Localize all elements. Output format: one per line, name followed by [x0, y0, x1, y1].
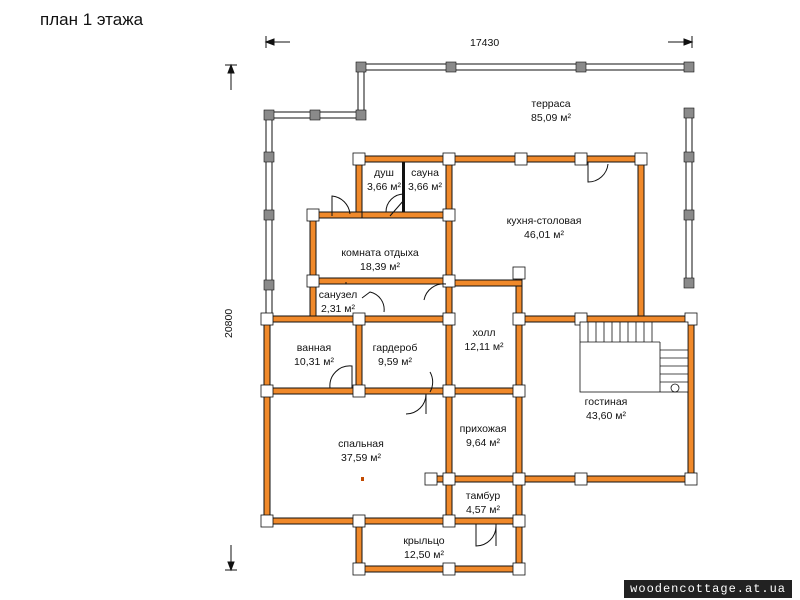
- bedroom-center-mark: [361, 477, 364, 481]
- svg-text:холл: холл: [473, 327, 496, 339]
- svg-text:4,57 м²: 4,57 м²: [466, 504, 501, 516]
- room-vestibule: тамбур 4,57 м²: [466, 490, 501, 516]
- dimension-height-label: 20800: [223, 309, 235, 338]
- svg-text:душ: душ: [374, 167, 394, 179]
- shower-sauna-partition: [402, 162, 405, 212]
- room-hall: холл 12,11 м²: [464, 327, 504, 353]
- room-kitchen-dining: кухня-столовая 46,01 м²: [507, 215, 582, 241]
- svg-text:43,60 м²: 43,60 м²: [586, 410, 626, 422]
- svg-text:крыльцо: крыльцо: [403, 535, 444, 547]
- watermark: woodencottage.at.ua: [624, 580, 792, 598]
- svg-text:10,31 м²: 10,31 м²: [294, 356, 334, 368]
- svg-text:85,09 м²: 85,09 м²: [531, 112, 571, 124]
- svg-text:прихожая: прихожая: [460, 423, 507, 435]
- room-wc: санузел 2,31 м²: [319, 289, 357, 315]
- svg-text:ванная: ванная: [297, 342, 331, 354]
- svg-text:спальная: спальная: [338, 438, 384, 450]
- plan-title: план 1 этажа: [40, 10, 144, 29]
- svg-text:кухня-столовая: кухня-столовая: [507, 215, 582, 227]
- dimension-height: [225, 63, 237, 572]
- svg-text:гостиная: гостиная: [585, 396, 628, 408]
- room-shower: душ 3,66 м²: [367, 167, 402, 193]
- room-porch: крыльцо 12,50 м²: [403, 535, 444, 561]
- terrace-posts: [263, 61, 695, 291]
- dimension-width-label: 17430: [470, 37, 499, 49]
- room-bedroom: спальная 37,59 м²: [338, 438, 384, 464]
- room-terrace: терраса 85,09 м²: [531, 98, 571, 124]
- svg-text:12,11 м²: 12,11 м²: [464, 341, 504, 353]
- svg-text:18,39 м²: 18,39 м²: [360, 261, 400, 273]
- svg-text:9,64 м²: 9,64 м²: [466, 437, 501, 449]
- room-living-room: гостиная 43,60 м²: [585, 396, 628, 422]
- svg-text:гардероб: гардероб: [373, 342, 418, 354]
- svg-text:37,59 м²: 37,59 м²: [341, 452, 381, 464]
- room-wardrobe: гардероб 9,59 м²: [373, 342, 418, 368]
- svg-text:3,66 м²: 3,66 м²: [367, 181, 402, 193]
- svg-text:тамбур: тамбур: [466, 490, 501, 502]
- room-entrance-hall: прихожая 9,64 м²: [460, 423, 507, 449]
- door-leaves: [331, 196, 497, 546]
- svg-text:сауна: сауна: [411, 167, 439, 179]
- svg-text:комната отдыха: комната отдыха: [341, 247, 419, 259]
- svg-text:2,31 м²: 2,31 м²: [321, 303, 356, 315]
- room-bathroom: ванная 10,31 м²: [294, 342, 334, 368]
- svg-text:терраса: терраса: [531, 98, 570, 110]
- room-rest-room: комната отдыха 18,39 м²: [341, 247, 419, 273]
- svg-text:46,01 м²: 46,01 м²: [524, 229, 564, 241]
- staircase: [579, 321, 689, 393]
- room-sauna: сауна 3,66 м²: [408, 167, 443, 193]
- svg-text:9,59 м²: 9,59 м²: [378, 356, 413, 368]
- log-joints: [260, 152, 698, 576]
- svg-text:санузел: санузел: [319, 289, 357, 301]
- dimension-width: [264, 36, 694, 48]
- svg-text:3,66 м²: 3,66 м²: [408, 181, 443, 193]
- svg-text:12,50 м²: 12,50 м²: [404, 549, 444, 561]
